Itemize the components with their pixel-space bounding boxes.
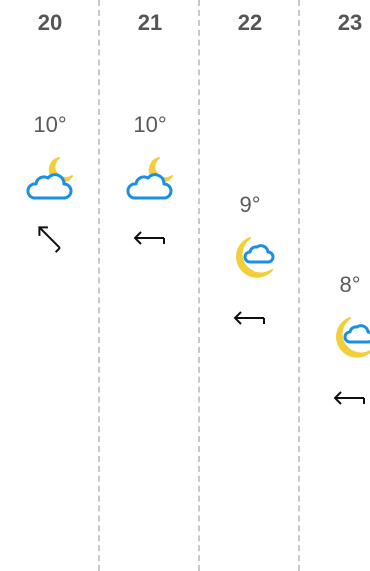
temperature-label: 10° <box>33 112 67 137</box>
wind-arrow-icon <box>38 226 61 253</box>
hour-label: 22 <box>237 10 263 35</box>
wind-arrow-icon <box>333 391 365 405</box>
moon-cloud-icon <box>236 237 275 278</box>
forecast-column[interactable]: 20 10° <box>0 0 100 571</box>
temperature-label: 8° <box>339 272 361 297</box>
hour-label: 23 <box>337 10 363 35</box>
wind-arrow-icon <box>133 231 165 245</box>
forecast-column[interactable]: 21 10° <box>100 0 200 571</box>
column-divider <box>98 0 100 571</box>
hour-label: 21 <box>137 10 163 35</box>
column-divider <box>198 0 200 571</box>
cloud-moon-icon <box>126 157 173 200</box>
cloud-moon-icon <box>26 157 73 200</box>
column-divider <box>298 0 300 571</box>
forecast-column[interactable]: 22 9° <box>200 0 300 571</box>
temperature-label: 9° <box>239 192 261 217</box>
moon-cloud-icon <box>336 317 370 358</box>
wind-arrow-icon <box>233 311 265 325</box>
forecast-column[interactable]: 23 8° <box>300 0 370 571</box>
hour-label: 20 <box>37 10 63 35</box>
temperature-label: 10° <box>133 112 167 137</box>
